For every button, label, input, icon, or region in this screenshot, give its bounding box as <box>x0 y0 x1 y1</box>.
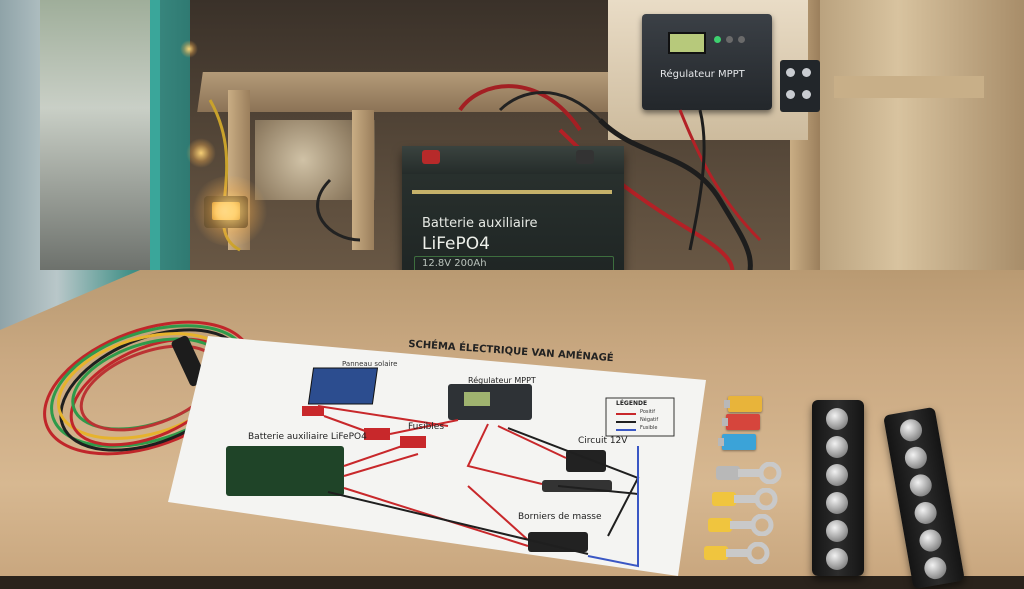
fuses-label: Fusibles <box>408 422 445 432</box>
battery-spec: 12.8V 200Ah <box>422 258 487 269</box>
legend-item-3: Fusible <box>640 425 658 431</box>
light-glow-2 <box>180 40 198 58</box>
legend-item-2: Négatif <box>640 417 659 423</box>
battery-stripe <box>412 190 612 194</box>
status-led-grey <box>738 36 745 43</box>
wood-post-mid <box>352 110 374 250</box>
ground-bus-label: Borniers de masse <box>518 512 602 522</box>
bolt <box>908 472 934 499</box>
ring-terminal-2 <box>712 488 778 510</box>
busbar-left <box>812 400 864 576</box>
battery-negative-terminal <box>576 150 594 164</box>
battery-positive-terminal <box>422 150 440 164</box>
status-led-amber <box>726 36 733 43</box>
bolt <box>917 527 944 554</box>
battery-chemistry: LiFePO4 <box>422 234 490 254</box>
wiring-diagram-sheet: SCHÉMA ÉLECTRIQUE VAN AMÉNAGÉ Panneau so… <box>168 336 706 576</box>
right-shelf <box>834 76 984 98</box>
bolt <box>826 464 848 486</box>
blade-fuse-yellow <box>724 396 762 412</box>
terminal-block <box>780 60 820 112</box>
ring-terminal-4 <box>704 542 770 564</box>
controller-screen <box>668 32 706 54</box>
bolt <box>898 417 924 443</box>
light-glow-1 <box>186 138 216 168</box>
bolt <box>826 520 848 542</box>
blade-fuse-red <box>722 414 760 430</box>
bolt <box>826 408 848 430</box>
paper-sheet <box>168 336 706 576</box>
van-open-door <box>0 0 190 330</box>
circuit-label: Circuit 12V <box>578 436 628 446</box>
blade-fuse-blue <box>718 434 756 450</box>
ring-terminal-1 <box>716 462 782 484</box>
bolt <box>826 548 848 570</box>
diagram-drawing <box>226 367 675 568</box>
legend-item-1: Positif <box>640 409 655 415</box>
legend-title: LÉGENDE <box>616 400 648 407</box>
battery-diagram-label: Batterie auxiliaire LiFePO4 <box>248 432 367 442</box>
bolt <box>922 555 949 581</box>
mppt-controller: Régulateur MPPT <box>642 14 772 110</box>
door-window <box>40 0 160 270</box>
solar-panel-label: Panneau solaire <box>342 360 398 368</box>
status-led-green <box>714 36 721 43</box>
bolt <box>912 500 939 526</box>
lamp-glow <box>190 176 270 246</box>
bolt <box>826 436 848 458</box>
bolt <box>903 445 929 471</box>
bolt <box>826 492 848 514</box>
controller-label: Régulateur MPPT <box>660 69 745 80</box>
mppt-diagram-label: Régulateur MPPT <box>468 376 536 385</box>
ring-terminal-3 <box>708 514 774 536</box>
battery-title: Batterie auxiliaire <box>422 216 538 231</box>
